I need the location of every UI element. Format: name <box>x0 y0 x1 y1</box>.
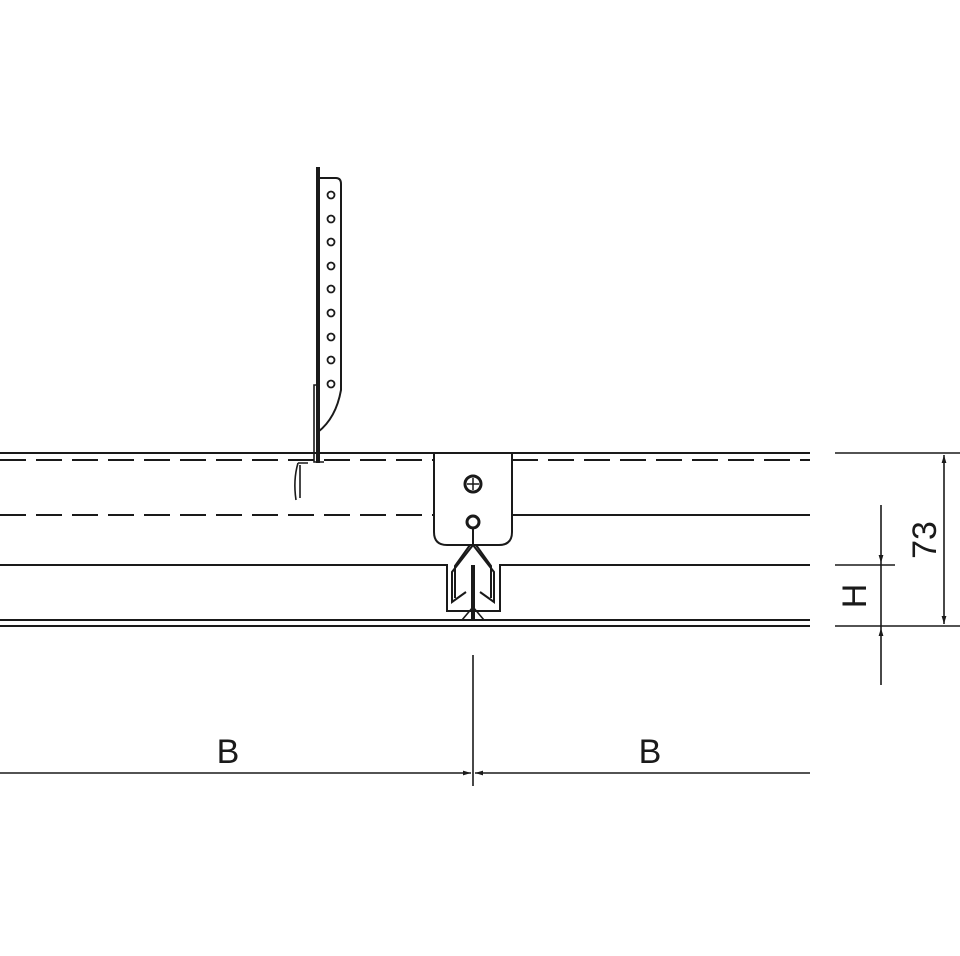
dimension-label-b-right: B <box>639 733 662 771</box>
dimension-profile-height: H <box>835 505 895 685</box>
eyelet <box>465 514 481 530</box>
hanger-holes <box>326 190 336 389</box>
connector-clip <box>433 452 513 620</box>
dimension-width: B B <box>0 655 810 786</box>
dimension-label-h: H <box>836 584 874 609</box>
dimension-label-b-left: B <box>217 733 240 771</box>
dimension-total-height: 73 <box>835 452 960 627</box>
dimension-label-73: 73 <box>906 521 944 559</box>
lower-profile <box>0 564 810 627</box>
main-rail <box>0 452 810 516</box>
perforated-hanger <box>294 167 342 501</box>
